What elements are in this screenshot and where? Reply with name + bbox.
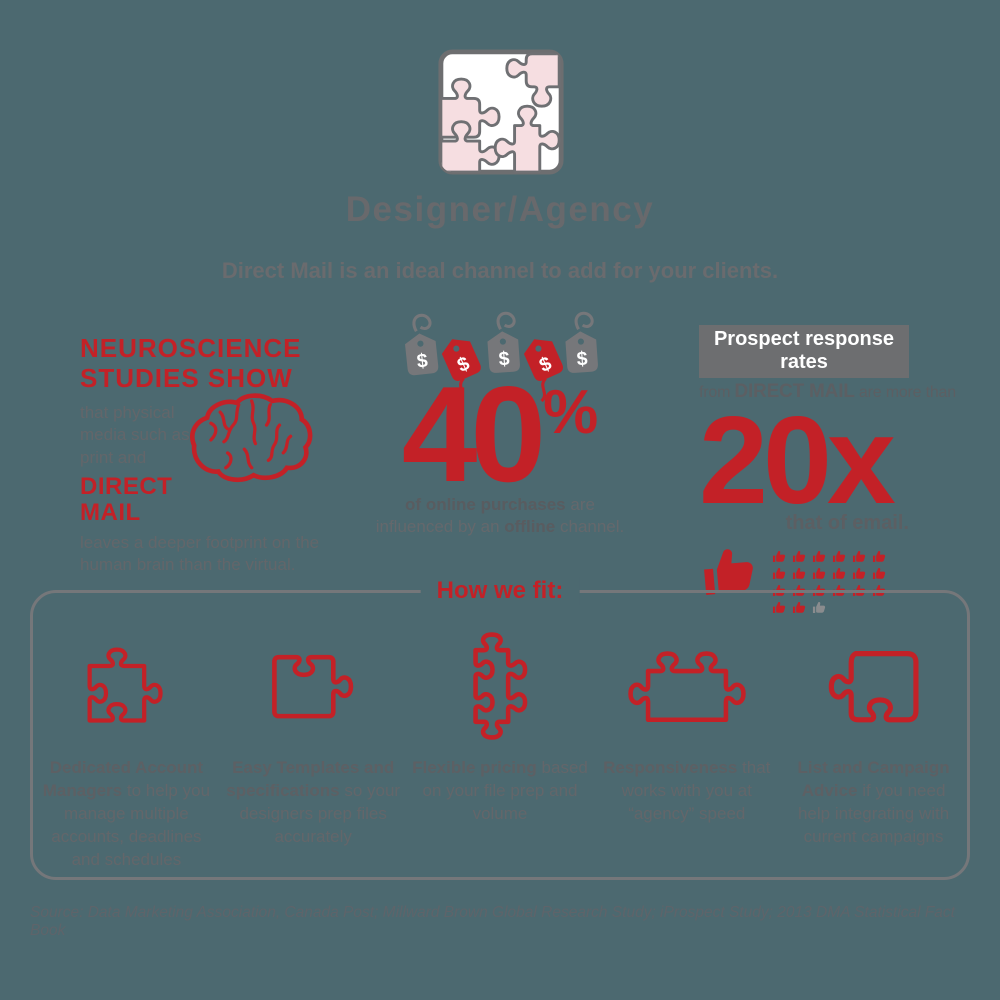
puzzle-fragment — [440, 120, 501, 173]
brain-icon — [190, 393, 313, 483]
puzzle-fragment — [505, 52, 561, 108]
dollar-tag-icon: $ — [441, 339, 481, 381]
thumb-up-icon — [831, 549, 848, 564]
thumb-up-icon — [871, 566, 888, 581]
page-subtitle: Direct Mail is an ideal channel to add f… — [221, 258, 779, 283]
big-number: 20x — [699, 392, 896, 530]
puzzle-box-icon — [438, 49, 564, 175]
neuroscience-intro: that physical media such as print and — [80, 402, 190, 467]
price-tags-icon: $ $ $ $ $ — [405, 311, 598, 403]
dollar-tag-icon: $ — [405, 333, 439, 376]
svg-text:$: $ — [498, 348, 511, 371]
puzzle-piece-2-icon — [272, 654, 354, 719]
dollar-tag-icon: $ — [487, 331, 520, 373]
fit-item-text: Dedicated Account Managers to help you m… — [42, 758, 211, 869]
fit-item-text: Easy Templates and specifications so you… — [226, 758, 401, 846]
svg-text:$: $ — [416, 350, 429, 373]
fit-item-list-advice: List and Campaign Advice if you need hel… — [780, 627, 967, 877]
response-rates-line: from DIRECT MAIL are more than — [699, 381, 956, 402]
fit-item-responsiveness: Responsiveness that works with you at “a… — [593, 627, 780, 877]
page-title: Designer/Agency — [345, 190, 655, 229]
thumb-up-icon — [811, 566, 828, 581]
response-rates-caption: that of email. — [785, 511, 909, 534]
puzzle-piece-1-icon — [87, 647, 164, 723]
dollar-tag-icon: $ — [565, 331, 598, 373]
fit-item-account-managers: Dedicated Account Managers to help you m… — [33, 627, 220, 877]
fit-item-text: List and Campaign Advice if you need hel… — [797, 758, 950, 846]
stat-40-percent: 40 % — [368, 358, 632, 510]
dollar-tag-icon: $ — [523, 339, 563, 381]
thumb-up-icon — [811, 549, 828, 564]
thumb-up-icon — [871, 549, 888, 564]
thumb-up-icon — [791, 566, 808, 581]
thumb-up-icon — [771, 549, 788, 564]
direct-mail-highlight: DIRECT MAIL — [80, 473, 173, 527]
puzzle-piece-3-icon — [473, 632, 528, 740]
thumb-up-icon — [791, 549, 808, 564]
percent-sign: % — [543, 378, 599, 447]
neuroscience-heading: NEUROSCIENCE STUDIES SHOW — [80, 333, 302, 394]
how-we-fit-section: How we fit: Dedicated Account Managers t… — [30, 577, 970, 880]
fit-item-text: Responsiveness that works with you at “a… — [603, 758, 771, 823]
source-line: Source: Data Marketing Association, Cana… — [30, 904, 955, 939]
thumb-up-icon — [851, 549, 868, 564]
puzzle-piece-4-icon — [628, 651, 746, 723]
stat-response-rates: Prospect response rates from DIRECT MAIL… — [699, 325, 956, 617]
puzzle-fragment — [493, 104, 561, 173]
puzzle-piece-5-icon — [828, 651, 919, 723]
stat-40-caption: of online purchases are influenced by an… — [375, 495, 625, 537]
thumb-up-icon — [771, 566, 788, 581]
svg-text:$: $ — [576, 348, 589, 371]
big-number: 40 — [401, 358, 546, 510]
thumb-up-icon — [851, 566, 868, 581]
response-rates-banner: Prospect response rates — [699, 325, 909, 378]
fit-item-text: Flexible pricing based on your file prep… — [412, 758, 588, 823]
thumb-up-icon — [831, 566, 848, 581]
neuroscience-outro: leaves a deeper footprint on the human b… — [80, 532, 320, 575]
how-we-fit-title: How we fit: — [420, 577, 580, 605]
stat-neuroscience: NEUROSCIENCE STUDIES SHOW that physical … — [80, 333, 340, 577]
fit-item-flexible-pricing: Flexible pricing based on your file prep… — [407, 627, 594, 877]
fit-item-easy-templates: Easy Templates and specifications so you… — [220, 627, 407, 877]
